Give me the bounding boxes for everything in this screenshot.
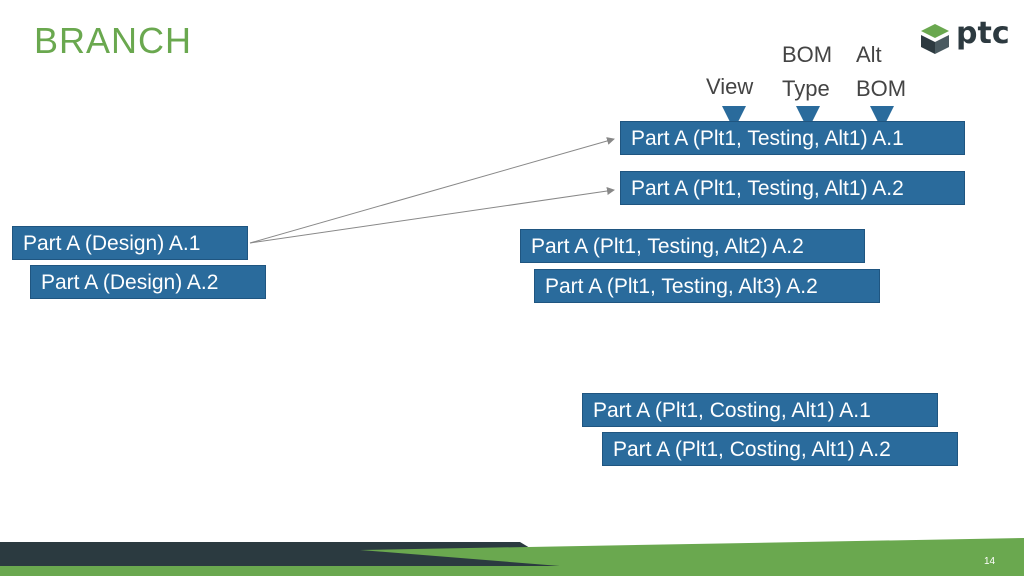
node-testing-alt3-a2: Part A (Plt1, Testing, Alt3) A.2: [534, 269, 880, 303]
header-alt-bom-line2: BOM: [856, 76, 907, 101]
ptc-logo-icon: [921, 24, 949, 54]
header-bom-type-line2: Type: [782, 76, 830, 101]
connector-design-to-testing-a1: [249, 137, 615, 244]
node-design-a2: Part A (Design) A.2: [30, 265, 266, 299]
footer-band-green: [0, 538, 1024, 576]
node-testing-alt2-a2: Part A (Plt1, Testing, Alt2) A.2: [520, 229, 865, 263]
page-number: 14: [984, 556, 996, 567]
header-alt-bom-line1: Alt: [856, 42, 882, 67]
node-costing-alt1-a2: Part A (Plt1, Costing, Alt1) A.2: [602, 432, 958, 466]
footer-band-dark: [0, 542, 560, 566]
logo-wordmark: ptc: [956, 16, 1010, 51]
slide-title: BRANCH: [34, 20, 193, 61]
ptc-logo: ptc: [918, 16, 1010, 58]
node-costing-alt1-a1: Part A (Plt1, Costing, Alt1) A.1: [582, 393, 938, 427]
node-testing-alt1-a1: Part A (Plt1, Testing, Alt1) A.1: [620, 121, 965, 155]
node-testing-alt1-a2: Part A (Plt1, Testing, Alt1) A.2: [620, 171, 965, 205]
node-design-a1: Part A (Design) A.1: [12, 226, 248, 260]
header-view: View: [706, 74, 754, 99]
header-bom-type-line1: BOM: [782, 42, 833, 67]
connector-design-to-testing-a2: [249, 187, 615, 244]
